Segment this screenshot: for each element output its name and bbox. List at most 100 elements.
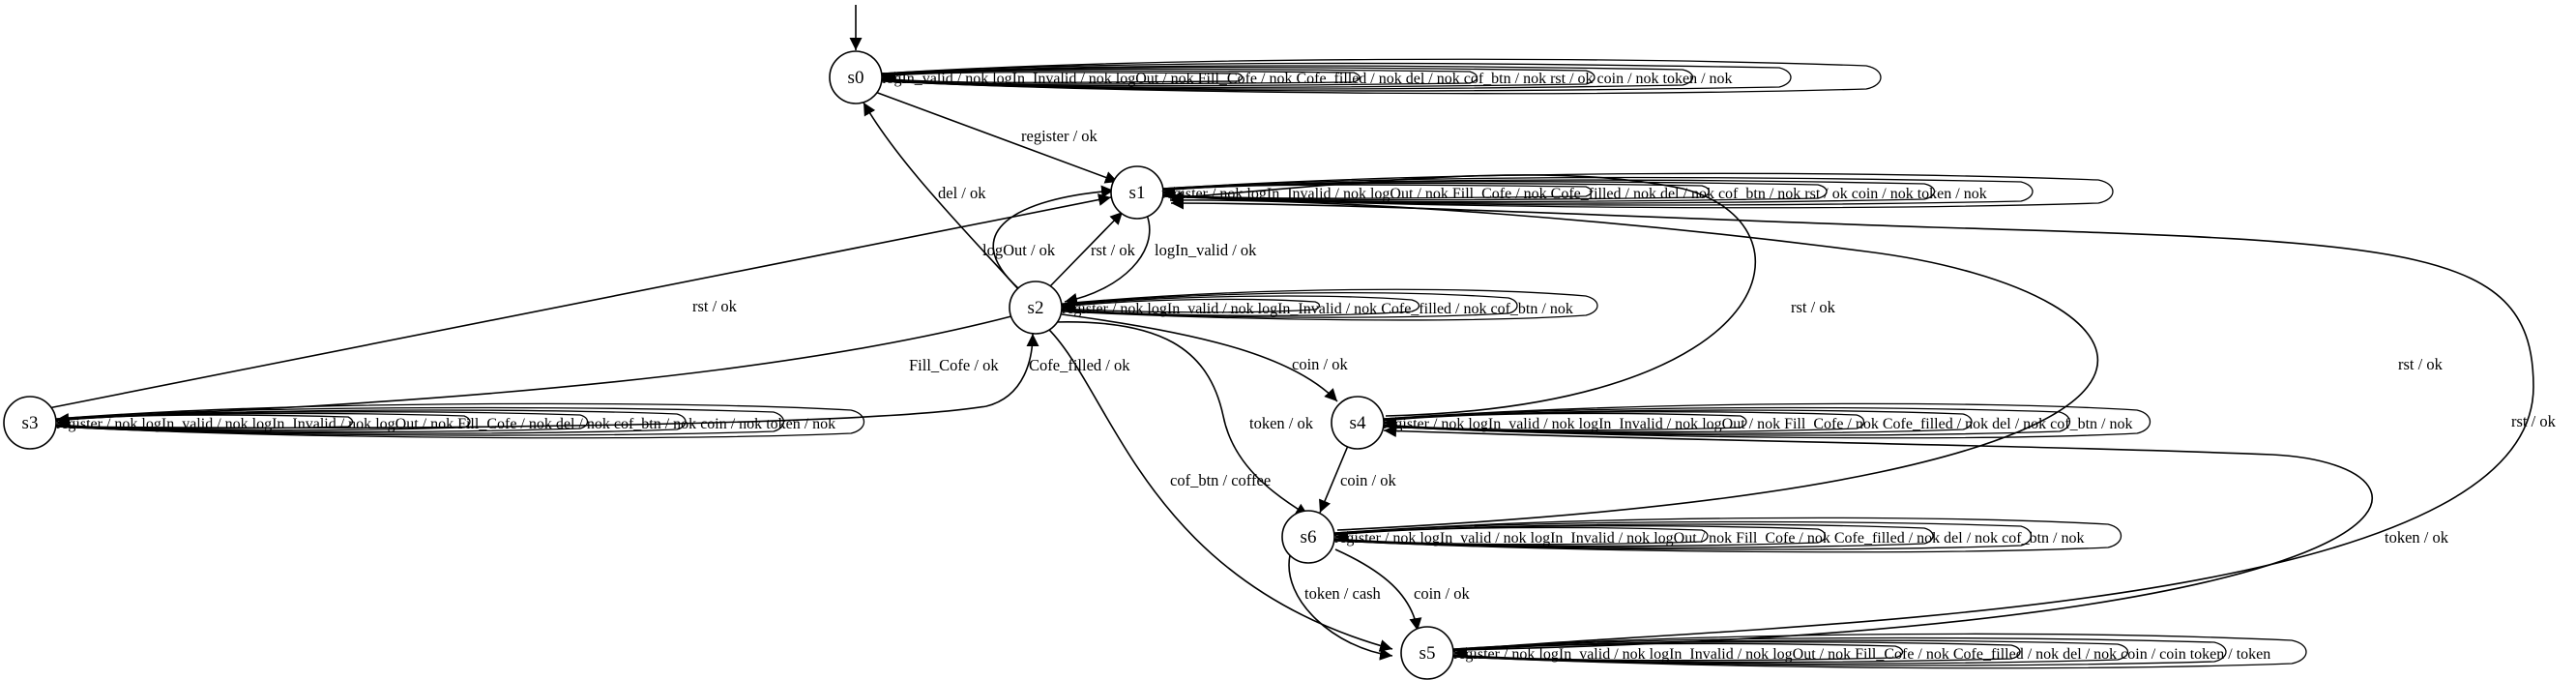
self-loop-label-item: Fill_Cofe / nok xyxy=(1452,186,1551,202)
edge-s5-s1 xyxy=(1170,196,2534,651)
self-loop-label-item: Fill_Cofe / nok xyxy=(1855,646,1953,663)
self-loop-label-item: logIn_Invalid / nok xyxy=(1246,186,1370,202)
self-loop-label-item: register / nok xyxy=(1334,530,1420,547)
edge-label-s2-s4: coin / ok xyxy=(1292,355,1348,373)
self-loop-label-s6: register / nok logIn_valid / nok logIn_I… xyxy=(1334,530,2085,547)
self-loop-label-item: register / nok xyxy=(56,416,141,432)
self-loop-label-item: logIn_Invalid / nok xyxy=(992,71,1116,87)
edge-label-s6-s5-token: token / cash xyxy=(1304,584,1382,603)
edge-s1-s2 xyxy=(1064,214,1151,306)
edge-label-s5-s4: token / ok xyxy=(2385,528,2449,547)
self-loop-label-s1: register / nok logIn_Invalid / nok logOu… xyxy=(1161,186,1987,202)
state-s4[interactable]: s4 xyxy=(1331,396,1385,450)
self-loop-label-item: Fill_Cofe / nok xyxy=(1736,530,1834,547)
self-loop-label-item: logIn_valid / nok xyxy=(1468,416,1578,432)
self-loop-label-item: del / nok xyxy=(1992,416,2050,432)
self-loop-label-item: rst / ok xyxy=(1550,71,1596,87)
self-loop-label-item: Cofe_filled / nok xyxy=(1551,186,1660,202)
self-loop-label-item: logIn_Invalid / nok xyxy=(1531,530,1654,547)
self-loop-s4 xyxy=(1382,402,2152,439)
edge-s2-s5 xyxy=(1043,324,1393,652)
self-loop-label-item: cof_btn / nok xyxy=(1718,186,1804,202)
self-loop-label-item: cof_btn / nok xyxy=(614,416,700,432)
self-loop-label-item: Cofe_filled / nok xyxy=(1883,416,1992,432)
self-loop-label-item: Fill_Cofe / nok xyxy=(1784,416,1883,432)
self-loop-label-item: logOut / nok xyxy=(1702,416,1784,432)
self-loop-s1 xyxy=(1160,172,2114,209)
edge-s2-s1-logout xyxy=(992,185,1115,289)
edge-s3-s1 xyxy=(47,193,1112,409)
edge-label-s2-s3: Fill_Cofe / ok xyxy=(909,356,999,374)
state-label: s5 xyxy=(1420,643,1436,664)
edge-label-s6-s1: rst / ok xyxy=(2398,355,2444,373)
state-label: s1 xyxy=(1129,183,1146,203)
edge-label-s3-s2: Cofe_filled / ok xyxy=(1029,356,1130,374)
self-loop-label-item: coin / nok xyxy=(1852,186,1917,202)
edge-s2-s3 xyxy=(55,315,1012,426)
self-loop-label-item: logIn_Invalid / nok xyxy=(252,416,376,432)
self-loop-label-item: coin / coin xyxy=(2121,646,2190,663)
self-loop-label-item: logIn_Invalid / nok xyxy=(1650,646,1773,663)
self-loop-label-item: logIn_Invalid / nok xyxy=(1258,301,1382,317)
state-label: s3 xyxy=(22,413,39,433)
edge-label-s2-s5: cof_btn / coffee xyxy=(1170,471,1271,489)
self-loop-label-item: cof_btn / nok xyxy=(1464,71,1550,87)
self-loop-label-item: logIn_valid / nok xyxy=(1538,646,1649,663)
self-loop-label-item: register / nok xyxy=(1062,301,1147,317)
state-s6[interactable]: s6 xyxy=(1281,510,1335,564)
edge-s4-s6 xyxy=(1319,440,1351,514)
self-loop-label-item: coin / nok xyxy=(700,416,766,432)
state-label: s0 xyxy=(848,68,864,88)
self-loop-label-item: logIn_valid / nok xyxy=(882,71,992,87)
self-loop-label-s0: logIn_valid / nok logIn_Invalid / nok lo… xyxy=(882,71,1733,87)
self-loop-s2 xyxy=(1061,288,1598,321)
edge-label-s1-s2: logIn_valid / ok xyxy=(1155,241,1257,259)
edge-label-s6-s5-coin: coin / ok xyxy=(1414,584,1470,603)
state-label: s6 xyxy=(1301,527,1317,547)
self-loop-label-s2: register / nok logIn_valid / nok logIn_I… xyxy=(1062,301,1573,317)
edge-label-s0-s1: register / ok xyxy=(1021,127,1098,145)
self-loop-label-item: cof_btn / nok xyxy=(1491,301,1573,317)
transition-labels: register / ok del / ok logIn_valid / ok … xyxy=(692,127,2557,603)
self-loop-label-item: logOut / nok xyxy=(1654,530,1736,547)
self-loop-label-item: del / nok xyxy=(1660,186,1718,202)
self-loop-label-item: del / nok xyxy=(1406,71,1464,87)
self-loop-label-item: logIn_Invalid / nok xyxy=(1579,416,1703,432)
self-loop-label-item: logOut / nok xyxy=(1116,71,1198,87)
edge-label-s2-s1-logout: logOut / ok xyxy=(982,241,1056,259)
edge-s3-s2 xyxy=(55,333,1039,429)
state-s2[interactable]: s2 xyxy=(1009,281,1063,335)
state-s1[interactable]: s1 xyxy=(1110,165,1164,220)
edge-s4-s1 xyxy=(1169,174,1756,417)
edge-s2-s6 xyxy=(1053,321,1309,517)
self-loop-label-item: Cofe_filled / nok xyxy=(1381,301,1490,317)
self-loop-label-item: logIn_valid / nok xyxy=(1147,301,1257,317)
state-s0[interactable]: s0 xyxy=(829,50,883,104)
edge-s6-s5-token xyxy=(1288,554,1393,661)
self-loop-label-item: token / token xyxy=(2190,646,2271,663)
self-loop-labels: logIn_valid / nok logIn_Invalid / nok lo… xyxy=(56,71,2270,663)
edge-label-s5-s1: rst / ok xyxy=(2511,412,2557,430)
edge-label-s2-s1-rst: rst / ok xyxy=(1091,241,1136,259)
self-loops xyxy=(55,58,2307,669)
self-loop-label-item: Fill_Cofe / nok xyxy=(1198,71,1297,87)
self-loop-label-item: cof_btn / nok xyxy=(2050,416,2132,432)
self-loop-label-item: del / nok xyxy=(1944,530,2002,547)
state-s3[interactable]: s3 xyxy=(3,396,57,450)
self-loop-label-item: register / nok xyxy=(1453,646,1538,663)
edge-s2-s4 xyxy=(1061,313,1338,402)
self-loop-label-item: cof_btn / nok xyxy=(2002,530,2084,547)
edge-s2-s0 xyxy=(863,102,1020,291)
state-label: s2 xyxy=(1028,298,1044,318)
self-loop-label-s4: register / nok logIn_valid / nok logIn_I… xyxy=(1383,416,2133,432)
self-loop-label-item: token / nok xyxy=(766,416,835,432)
edge-s5-s4 xyxy=(1383,424,2373,651)
transitions xyxy=(47,91,2534,661)
state-s5[interactable]: s5 xyxy=(1400,626,1454,680)
self-loop-label-item: register / nok xyxy=(1161,186,1246,202)
edge-label-s4-s6: coin / ok xyxy=(1340,471,1396,489)
self-loop-label-item: logIn_valid / nok xyxy=(1420,530,1530,547)
self-loop-label-item: del / nok xyxy=(556,416,614,432)
edge-label-s2-s0: del / ok xyxy=(938,184,986,202)
self-loop-label-item: rst / ok xyxy=(1804,186,1851,202)
